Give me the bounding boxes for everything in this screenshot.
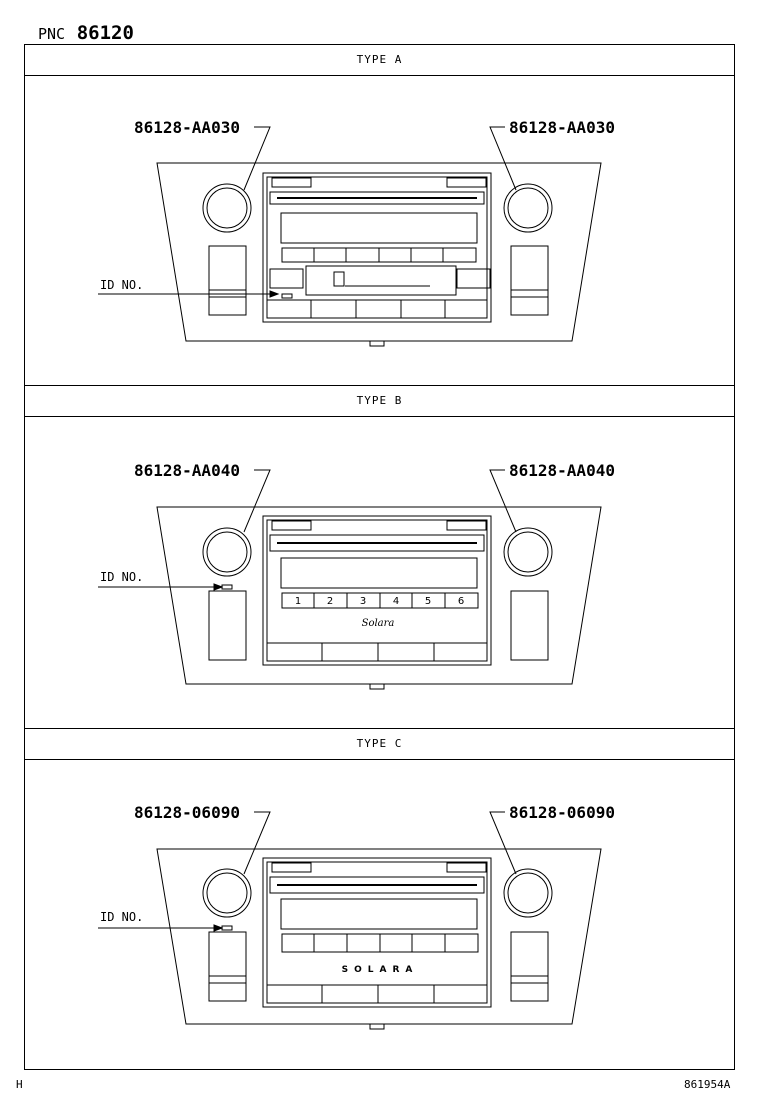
side-slot-a-right — [510, 245, 549, 316]
knob-c-left — [202, 868, 252, 918]
section-a-header: TYPE A — [24, 44, 735, 76]
id-arrowhead-b — [213, 583, 224, 591]
id-plate-c — [221, 925, 233, 931]
id-label-b: ID NO. — [100, 570, 143, 584]
eject-b-left — [271, 520, 312, 531]
part-number-c-left: 86128-06090 — [134, 803, 240, 822]
section-b-type-label: TYPE B — [356, 394, 403, 407]
section-b-header: TYPE B — [24, 385, 735, 417]
side-slot-b-right — [510, 590, 549, 661]
logo-c: SOLARA — [342, 965, 419, 975]
center-unit-c-inner — [266, 861, 488, 1004]
bezel-c — [156, 848, 602, 1025]
eject-a-left — [271, 177, 312, 188]
leader-c-right — [489, 811, 517, 875]
eject-a-right — [446, 177, 487, 188]
side-slot-b-left — [208, 590, 247, 661]
bottom-tab-c — [369, 1023, 385, 1030]
center-unit-b — [262, 515, 492, 666]
id-plate-b — [221, 584, 233, 590]
center-unit-a-inner — [266, 176, 488, 319]
preset-button-6: 6 — [458, 596, 464, 607]
eject-b-right — [446, 520, 487, 531]
knob-b-right — [503, 527, 553, 577]
side-slot-a-left — [208, 245, 247, 316]
center-unit-b-inner — [266, 519, 488, 662]
button-a-right — [456, 268, 491, 289]
cd-slot-b — [269, 534, 485, 552]
center-unit-a — [262, 172, 492, 323]
leader-b-right — [489, 469, 517, 533]
cd-slot-a — [269, 191, 485, 205]
id-plate-a — [281, 293, 293, 299]
button-a-left — [269, 268, 304, 289]
leader-a-right — [489, 126, 517, 191]
center-unit-c — [262, 857, 492, 1008]
id-label-c: ID NO. — [100, 910, 143, 924]
knob-b-left-inner — [206, 531, 248, 573]
id-arrowhead-c — [213, 924, 224, 932]
leader-c-left — [243, 811, 271, 875]
preset-button-3: 3 — [360, 596, 366, 607]
leader-b-left — [243, 469, 271, 533]
side-slot-c-right — [510, 931, 549, 1002]
section-a-type-label: TYPE A — [356, 53, 403, 66]
id-arrowhead-a — [269, 290, 280, 298]
section-c-type-label: TYPE C — [356, 737, 403, 750]
part-number-a-right: 86128-AA030 — [509, 118, 615, 137]
cassette-door-a — [305, 265, 457, 296]
part-number-b-left: 86128-AA040 — [134, 461, 240, 480]
leader-a-left — [243, 126, 271, 191]
radio-type-c: 86128-06090 86128-06090 ID NO. SOLARA — [98, 803, 615, 1030]
part-number-c-right: 86128-06090 — [509, 803, 615, 822]
knob-a-right — [503, 183, 553, 233]
bezel-b — [156, 506, 602, 685]
knob-b-left — [202, 527, 252, 577]
knob-c-left-inner — [206, 872, 248, 914]
knob-c-right — [503, 868, 553, 918]
display-a — [280, 212, 478, 244]
pnc-label: PNC — [38, 25, 66, 43]
cassette-part-a — [333, 271, 345, 287]
logo-b: Solara — [362, 618, 395, 629]
preset-button-4: 4 — [393, 596, 399, 607]
radio-type-b: 86128-AA040 86128-AA040 ID NO. 1 2 3 — [98, 461, 615, 690]
footer-left-code: H — [16, 1078, 23, 1091]
pnc-number: 86120 — [76, 22, 134, 44]
eject-c-left — [271, 862, 312, 873]
radio-type-a: 86128-AA030 86128-AA030 ID NO. — [98, 118, 615, 347]
footer-right-code: 861954A — [684, 1078, 731, 1091]
preset-buttons-b: 1 2 3 4 5 6 — [281, 592, 479, 609]
bottom-tab-a — [369, 340, 385, 347]
preset-button-5: 5 — [425, 596, 431, 607]
eject-c-right — [446, 862, 487, 873]
knob-c-right-inner — [507, 872, 549, 914]
part-number-a-left: 86128-AA030 — [134, 118, 240, 137]
section-c-header: TYPE C — [24, 728, 735, 760]
bezel-a — [156, 162, 602, 342]
bottom-tab-b — [369, 683, 385, 690]
knob-a-left — [202, 183, 252, 233]
pnc-header: PNC 86120 — [38, 22, 134, 44]
knob-a-left-inner — [206, 187, 248, 229]
display-b — [280, 557, 478, 589]
part-number-b-right: 86128-AA040 — [509, 461, 615, 480]
side-slot-c-left — [208, 931, 247, 1002]
preset-button-1: 1 — [295, 596, 301, 607]
id-label-a: ID NO. — [100, 278, 143, 292]
cd-slot-c — [269, 876, 485, 894]
knob-a-right-inner — [507, 187, 549, 229]
knob-b-right-inner — [507, 531, 549, 573]
display-c — [280, 898, 478, 930]
preset-button-2: 2 — [327, 596, 333, 607]
